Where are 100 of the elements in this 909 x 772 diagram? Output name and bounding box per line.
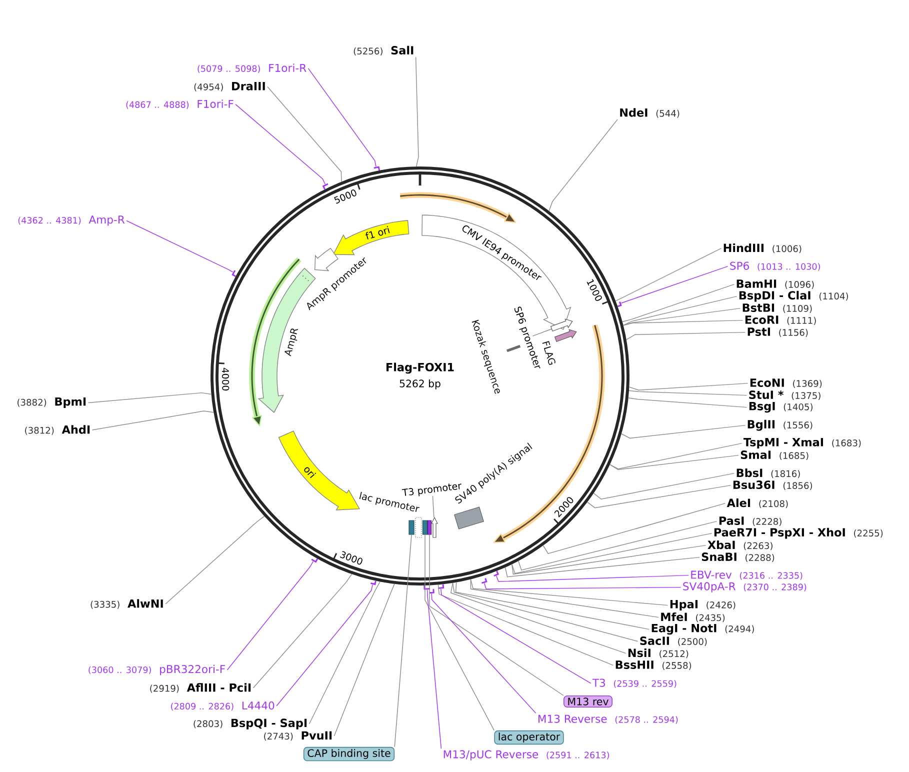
site-label: (3882) BpmI (18, 397, 86, 408)
leader-line (610, 454, 739, 470)
leader-line (548, 119, 618, 212)
leader-line (308, 581, 380, 724)
feature-box (454, 506, 484, 530)
feature-label: AmpR (284, 328, 298, 356)
leader-line (334, 584, 395, 736)
site-label: BssHII (2558) (616, 660, 692, 670)
site-label: PaeR7I - PspXI - XhoI (2255) (714, 528, 883, 539)
primer-mark (424, 585, 430, 590)
site-label: PstI (1156) (748, 328, 808, 337)
site-label: Bsu36I (1856) (733, 480, 812, 490)
site-label: SmaI (1685) (740, 450, 808, 460)
leader-line (628, 390, 748, 396)
primer-mark (311, 558, 318, 563)
site-label: TspMI - XmaI (1683) (743, 438, 861, 449)
site-label: EagI - NotI (2494) (652, 624, 754, 635)
site-label: BglII (1556) (748, 420, 812, 431)
leader-line (620, 266, 728, 304)
scale-label: 5000 (334, 190, 356, 204)
feature-box (427, 520, 432, 535)
leader-line (394, 534, 412, 748)
leader-line (586, 484, 732, 508)
site-label: SacII (2500) (640, 636, 707, 646)
site-label: PasI (2228) (719, 516, 782, 526)
leader-line (424, 534, 495, 731)
leader-line (431, 593, 536, 714)
scale-label: 1000 (586, 279, 602, 301)
primer-mark (232, 270, 236, 277)
primer-label: EBV-rev (2316 .. 2335) (691, 570, 802, 580)
leader-line (622, 308, 741, 326)
leader-line (470, 578, 668, 606)
primer-label: SV40pA-R (2370 .. 2389) (683, 582, 806, 592)
leader-line (92, 410, 214, 430)
leader-line (621, 424, 746, 439)
site-label: BstBI (1109) (742, 304, 812, 313)
leader-line (484, 582, 682, 590)
primer-label: (3060 .. 3079) pBR322ori-F (88, 664, 225, 676)
leader-line (504, 556, 700, 578)
primer-label: T3 (2539 .. 2559) (592, 678, 676, 688)
site-label: NsiI (2512) (628, 648, 688, 658)
site-label: AleI (2108) (726, 498, 788, 508)
feature-block: f1 ori (332, 220, 410, 256)
site-label: (4954) DraIII (194, 82, 265, 92)
primer-label: (5079 .. 5098) F1ori-R (198, 64, 306, 73)
feature-label: FLAG (542, 340, 556, 365)
site-label: MfeI (2435) (661, 612, 725, 622)
leader-line (126, 220, 234, 272)
scale-label: 3000 (340, 551, 362, 565)
feature-block (431, 516, 438, 538)
primer-label: (4867 .. 4888) F1ori-F (126, 100, 234, 109)
leader-line (88, 392, 212, 404)
primer-mark (482, 578, 488, 584)
primer-mark (374, 166, 380, 171)
site-label: HpaI (2426) (670, 600, 736, 611)
leader-line (496, 574, 689, 582)
site-label: SnaBI (2288) (702, 552, 774, 562)
leader-line (593, 472, 735, 500)
leader-line (426, 590, 442, 749)
leader-line (622, 284, 735, 322)
leader-line (438, 584, 614, 666)
leader-line (532, 328, 552, 336)
leader-line (455, 582, 650, 630)
leader-line (452, 582, 638, 642)
feature-tag: M13 rev (564, 696, 613, 708)
site-label: BspDI - ClaI (1104) (739, 290, 848, 302)
leader-line (226, 561, 314, 670)
primer-label: M13 Reverse (2578 .. 2594) (538, 714, 678, 724)
site-label: XbaI (2263) (708, 540, 772, 550)
site-label: (5256) SalI (354, 46, 414, 56)
site-label: BbsI (1816) (736, 468, 800, 478)
leader-line (622, 320, 744, 326)
leader-line (511, 544, 706, 575)
leader-line (628, 382, 748, 391)
site-label: EcoNI (1369) (750, 378, 822, 388)
feature-tag: CAP binding site (303, 746, 395, 762)
leader-line (626, 332, 746, 340)
site-label: (2803) BspQI - SapI (194, 718, 307, 730)
primer-mark (617, 302, 622, 308)
site-label: EcoRI (1111) (745, 316, 816, 325)
site-label: (3812) AhdI (25, 425, 90, 435)
leader-line (610, 442, 742, 470)
leader-line (276, 584, 373, 706)
leader-line (165, 516, 265, 604)
primer-mark (438, 584, 444, 589)
site-label: HindIII (1006) (724, 243, 802, 254)
site-label: NdeI (544) (620, 108, 680, 118)
primer-mark (429, 589, 434, 594)
site-label: (3335) AlwNI (90, 599, 163, 609)
leader-line (622, 296, 738, 326)
leader-line (542, 502, 726, 554)
leader-line (518, 520, 718, 571)
leader-line (308, 68, 376, 167)
leader-line (450, 582, 626, 654)
site-label: StuI * (1375) (749, 390, 820, 400)
leader-line (432, 496, 434, 518)
leader-line (628, 398, 748, 408)
primer-mark (370, 580, 376, 586)
site-label: BsgI (1405) (749, 402, 812, 413)
feature-block: ori (278, 430, 360, 510)
